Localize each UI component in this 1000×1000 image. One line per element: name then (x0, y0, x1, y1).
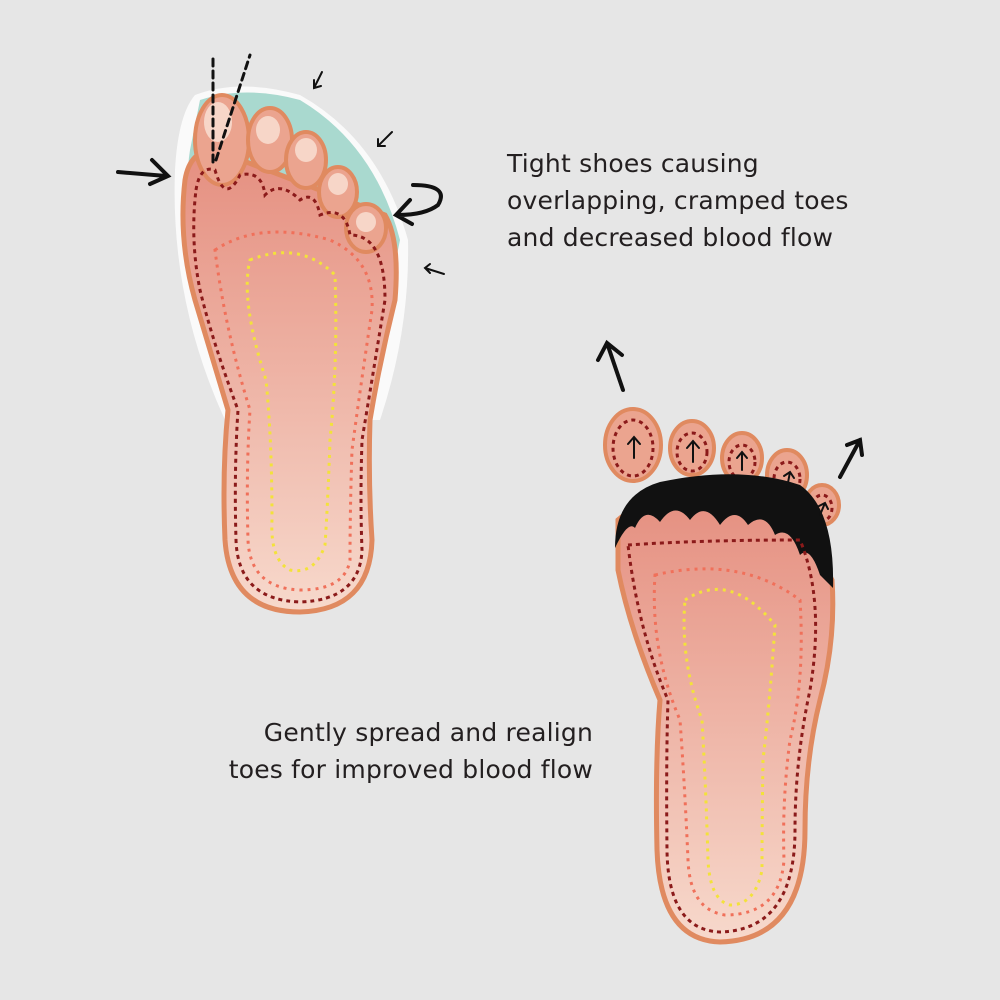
foot-sole (180, 147, 399, 615)
spacer (615, 474, 834, 588)
arrow-icon (313, 71, 323, 90)
curved-arrow-icon (392, 183, 443, 226)
caption-line: and decreased blood flow (507, 223, 834, 252)
caption-line: Tight shoes causing (507, 149, 759, 178)
spread-arrows (596, 339, 864, 516)
arrow-icon (423, 263, 445, 275)
arrow-icon (116, 158, 172, 186)
arrow-icon (596, 339, 625, 392)
foot-sole (615, 492, 836, 945)
toe-angle-line (214, 53, 252, 162)
nerve-outline (626, 538, 818, 934)
arrow-icon (818, 501, 829, 516)
vessel-outline (213, 230, 374, 592)
spread-foot (596, 339, 864, 945)
arrow-icon (377, 131, 393, 147)
caption-line: toes for improved blood flow (228, 755, 593, 784)
arch-outline (245, 251, 338, 573)
nerve-outline (192, 167, 387, 604)
vessel-outline (652, 567, 803, 917)
solution-caption: Gently spread and realign toes for impro… (200, 714, 593, 788)
arrow-icon (783, 470, 795, 489)
cramped-foot (116, 53, 445, 615)
toe-highlights (204, 102, 376, 232)
arrow-icon (686, 439, 700, 463)
arrow-icon (838, 437, 864, 479)
problem-caption: Tight shoes causing overlapping, cramped… (507, 145, 849, 256)
arrow-icon (736, 450, 748, 471)
pressure-arrows (116, 53, 445, 275)
caption-line: overlapping, cramped toes (507, 186, 849, 215)
caption-line: Gently spread and realign (263, 718, 593, 747)
arch-outline (682, 587, 777, 907)
arrow-icon (627, 435, 641, 459)
